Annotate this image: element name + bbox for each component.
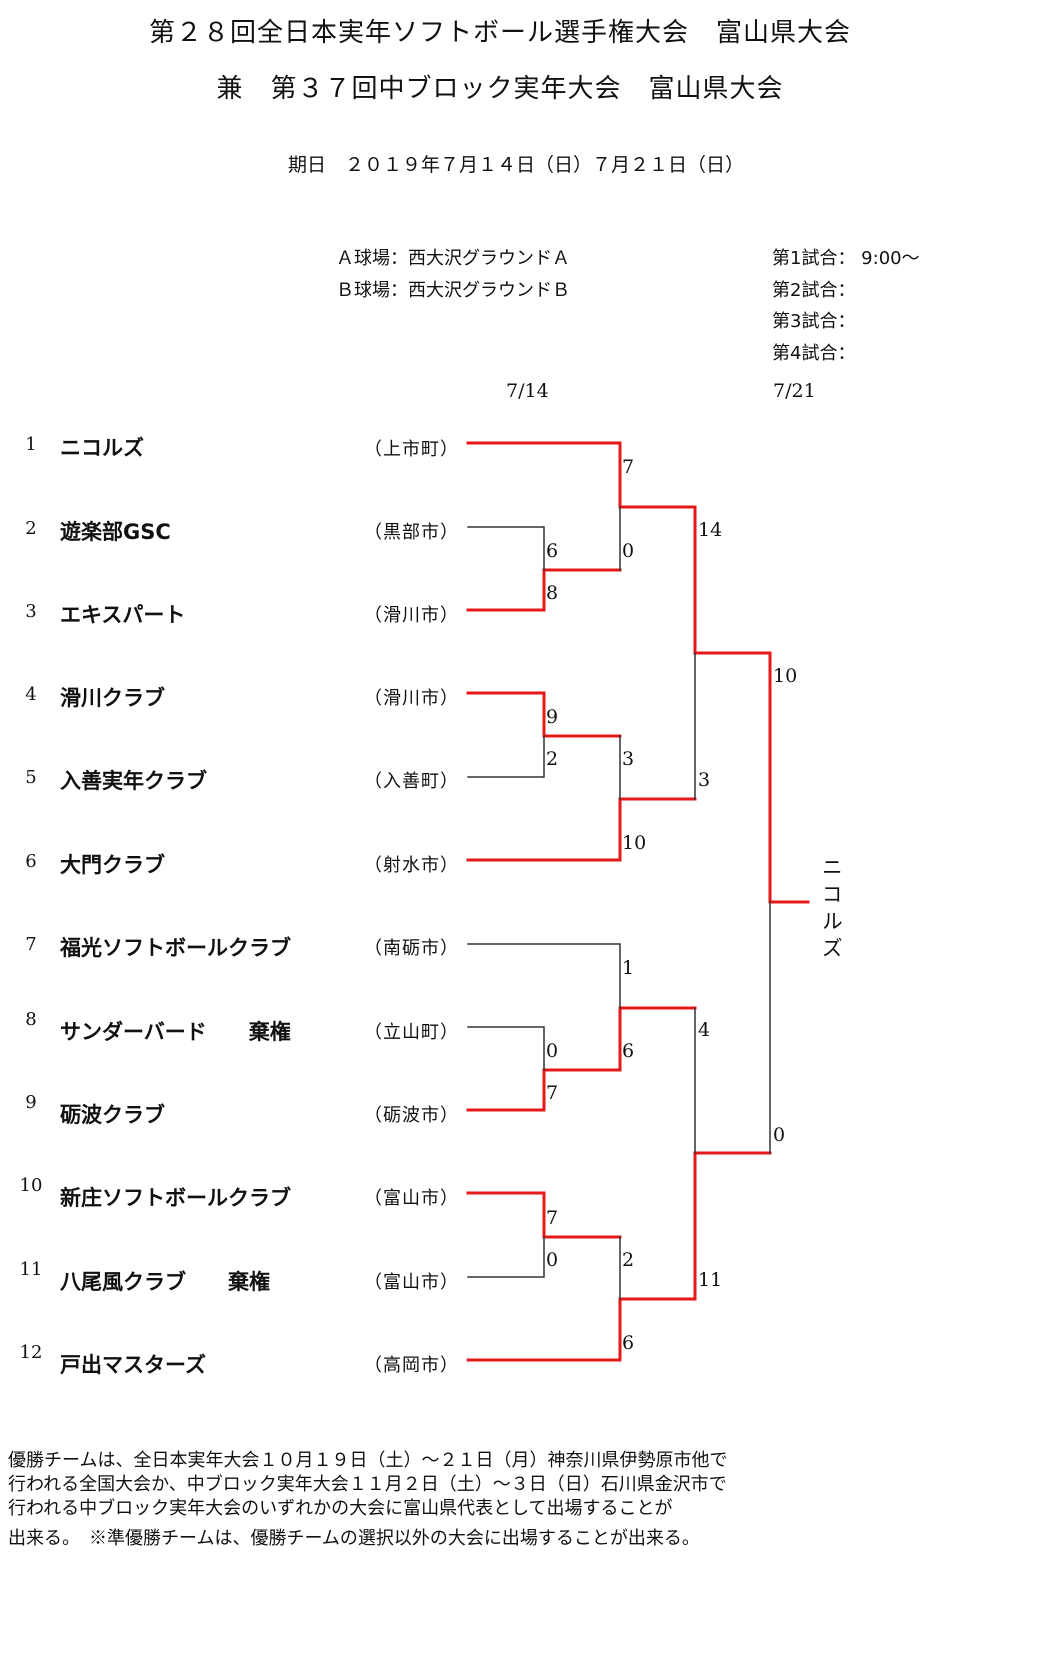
team-seed: 3 — [25, 601, 37, 622]
score: 6 — [622, 1040, 635, 1062]
team-city: （滑川市） — [364, 688, 459, 709]
team-seed: 6 — [25, 851, 37, 872]
team-seed: 11 — [19, 1259, 43, 1280]
footnote-line: 行われる中ブロック実年大会のいずれかの大会に富山県代表として出場することが — [8, 1498, 673, 1519]
footnote-line: 行われる全国大会か、中ブロック実年大会１１月２日（土）～３日（日）石川県金沢市で — [8, 1474, 727, 1495]
team-city: （上市町） — [364, 439, 459, 460]
team-city: （滑川市） — [364, 605, 459, 626]
team-seed: 5 — [25, 767, 37, 788]
score: 0 — [546, 1040, 559, 1062]
team-city: （高岡市） — [364, 1355, 459, 1376]
score: 8 — [546, 582, 559, 604]
score: 1 — [622, 957, 635, 979]
path-team9 — [466, 1006, 697, 1112]
team-seed: 2 — [25, 518, 37, 539]
team-city: （南砺市） — [364, 938, 459, 959]
team-name: エキスパート — [60, 603, 186, 627]
path-team3 — [466, 568, 622, 612]
team-name: 福光ソフトボールクラブ — [60, 936, 291, 960]
round-date-day1: 7/14 — [506, 380, 549, 402]
champion-label: ニコルズ — [819, 856, 844, 964]
venue-b: Ｂ球場：西大沢グラウンドＢ — [336, 280, 570, 301]
team-name: 滑川クラブ — [60, 686, 165, 710]
team-city: （黒部市） — [364, 522, 459, 543]
team-city: （富山市） — [364, 1188, 459, 1209]
score: 3 — [698, 769, 711, 791]
path-team6 — [466, 797, 697, 862]
footnote-line: 出来る。 ※準優勝チームは、優勝チームの選択以外の大会に出場することが出来る。 — [8, 1528, 700, 1549]
path-team10 — [466, 1191, 622, 1239]
score: 4 — [698, 1019, 711, 1041]
schedule-game-3: 第3試合： — [772, 311, 856, 332]
team-name: 新庄ソフトボールクラブ — [60, 1186, 291, 1210]
loser-paths — [467, 506, 771, 1300]
team-name: ニコルズ — [60, 436, 144, 460]
score: 9 — [546, 706, 559, 728]
score: 14 — [698, 519, 723, 541]
team-name: 戸出マスターズ — [60, 1353, 206, 1377]
round-date-day2: 7/21 — [773, 380, 816, 402]
champion-path — [466, 441, 810, 904]
team-name: 砺波クラブ — [60, 1103, 165, 1127]
team-seed: 8 — [25, 1009, 37, 1030]
score: 7 — [546, 1207, 559, 1229]
team-seed: 7 — [25, 934, 37, 955]
event-dates: 期日 ２０１９年７月１４日（日）７月２１日（日） — [288, 154, 745, 176]
score: 7 — [546, 1082, 559, 1104]
team-seed: 9 — [25, 1092, 37, 1113]
winner-paths — [466, 441, 810, 1362]
team-name: 遊楽部GSC — [60, 520, 171, 544]
team-city: （入善町） — [364, 771, 459, 792]
score: 3 — [622, 748, 635, 770]
score: 0 — [546, 1249, 559, 1271]
team-seed: 1 — [25, 434, 37, 455]
footnote: 優勝チームは、全日本実年大会１０月１９日（土）～２１日（月）神奈川県伊勢原市他で… — [8, 1449, 968, 1551]
schedule-game-1: 第1試合： 9:00～ — [772, 248, 920, 269]
score: 11 — [698, 1269, 723, 1291]
team-seed: 4 — [25, 684, 37, 705]
team-city: （砺波市） — [364, 1105, 459, 1126]
page-subtitle: 兼 第３７回中ブロック実年大会 富山県大会 — [216, 74, 784, 104]
team-city: （富山市） — [364, 1272, 459, 1293]
team-name: 入善実年クラブ — [60, 769, 207, 793]
score: 10 — [622, 832, 647, 854]
team-name: 大門クラブ — [60, 853, 165, 877]
score: 0 — [773, 1124, 786, 1146]
score: 0 — [622, 540, 635, 562]
score: 6 — [546, 540, 559, 562]
team-city: （射水市） — [364, 855, 459, 876]
score: 2 — [546, 748, 559, 770]
team-seed: 10 — [19, 1175, 43, 1196]
schedule-game-2: 第2試合： — [772, 280, 856, 301]
score: 2 — [622, 1249, 635, 1271]
footnote-line: 優勝チームは、全日本実年大会１０月１９日（土）～２１日（月）神奈川県伊勢原市他で — [8, 1450, 728, 1471]
team-city: （立山町） — [364, 1022, 459, 1043]
path-team4 — [466, 691, 622, 738]
team-name: 八尾風クラブ 棄権 — [60, 1270, 270, 1294]
page-title: 第２８回全日本実年ソフトボール選手権大会 富山県大会 — [148, 18, 851, 48]
score: 6 — [622, 1332, 635, 1354]
score: 10 — [773, 665, 798, 687]
path-team12 — [466, 1151, 772, 1362]
schedule-game-4: 第4試合： — [772, 343, 856, 364]
venue-a: Ａ球場：西大沢グラウンドＡ — [336, 248, 570, 269]
score: 7 — [622, 456, 635, 478]
team-seed: 12 — [19, 1342, 43, 1363]
team-name: サンダーバード 棄権 — [60, 1020, 291, 1044]
